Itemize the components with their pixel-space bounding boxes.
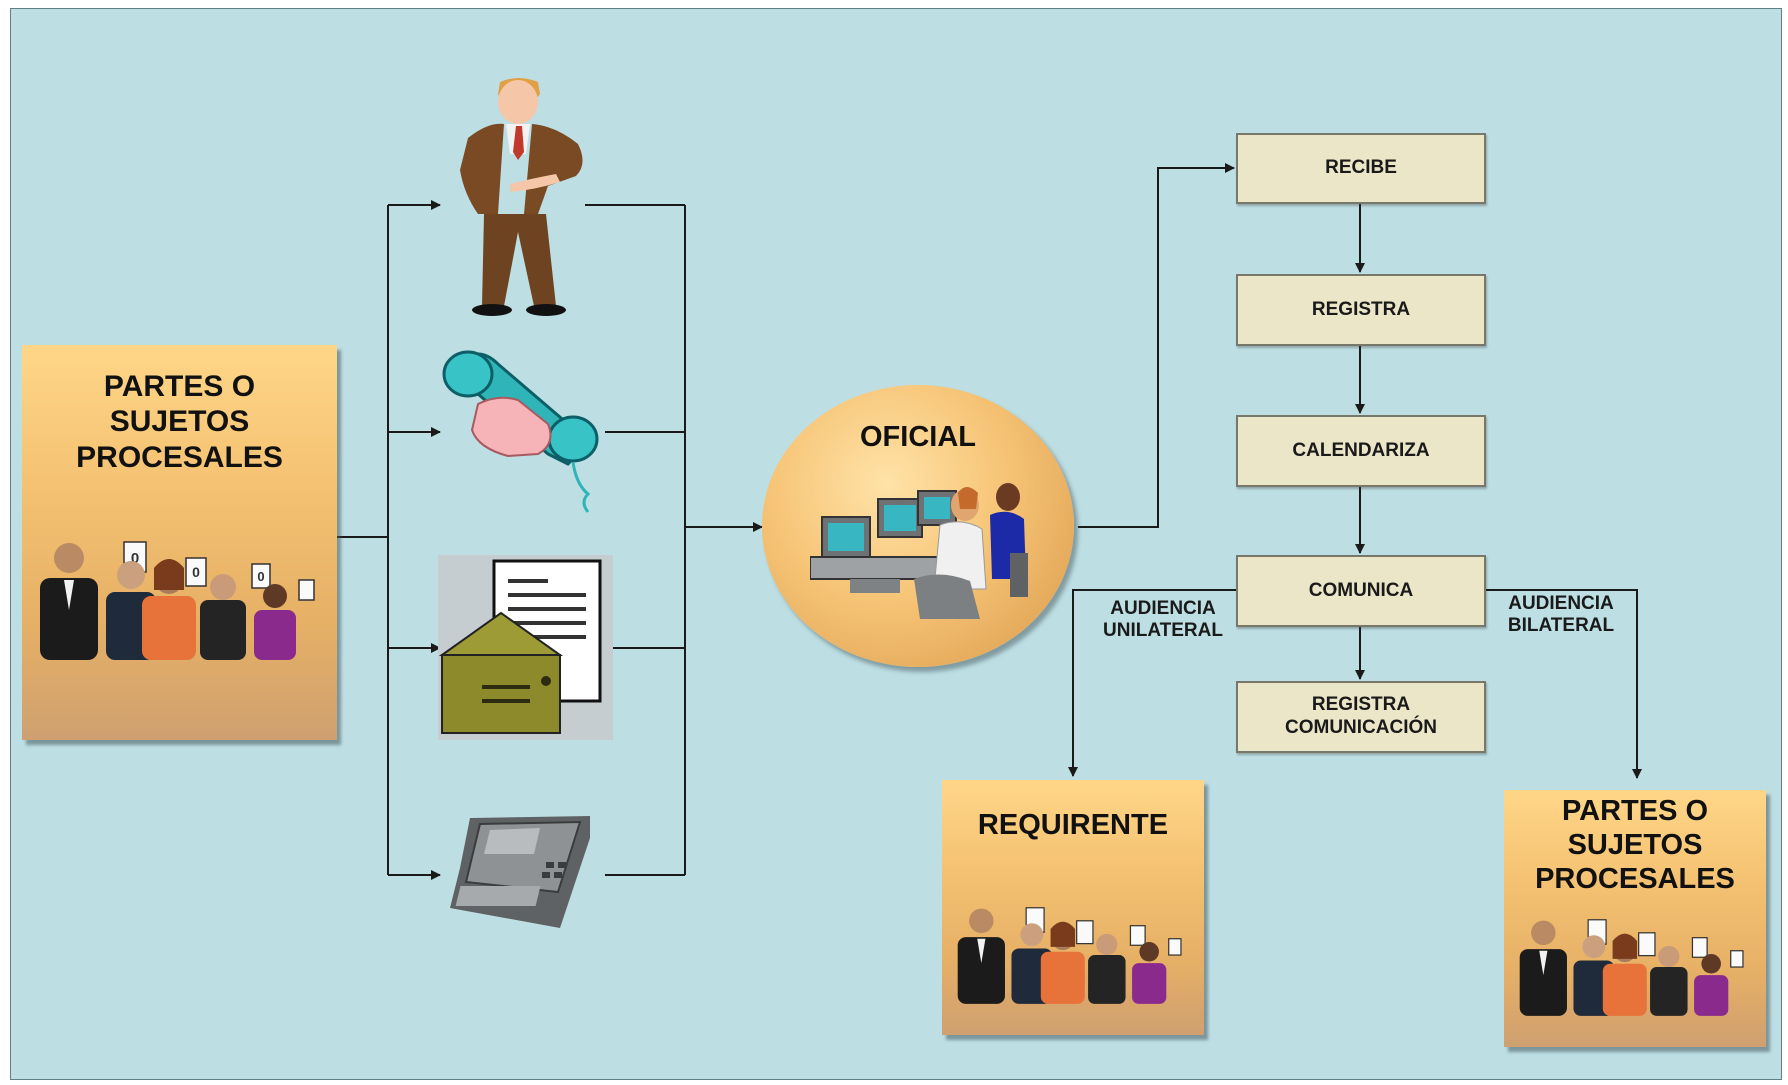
oficial-node: OFICIAL [762, 385, 1074, 667]
partes-panel: PARTES O SUJETOS PROCESALES [1504, 790, 1766, 1047]
partes-title: PARTES O SUJETOS PROCESALES [1535, 795, 1735, 896]
sources-panel: PARTES O SUJETOS PROCESALES 0 0 0 [22, 345, 337, 740]
telephone-handset-icon [442, 350, 599, 513]
people-group-icon: 0 0 0 [40, 541, 315, 660]
sources-title: PARTES O SUJETOS PROCESALES [76, 370, 283, 474]
requirente-title: REQUIRENTE [977, 809, 1169, 841]
arrow-to-partes [1486, 589, 1642, 779]
people-group-icon [1519, 919, 1744, 1016]
fax-machine-icon [450, 816, 590, 928]
arrow-oficial-to-recibe [1078, 163, 1235, 528]
arrow-to-requirente [1068, 589, 1236, 777]
envelope-letter-icon [438, 555, 613, 740]
step-recibe: RECIBE [1236, 133, 1486, 204]
svg-text:0: 0 [257, 569, 264, 584]
office-workers-computer-icon [810, 483, 1028, 619]
svg-text:0: 0 [131, 550, 139, 567]
svg-text:0: 0 [192, 564, 200, 580]
step-comunica: COMUNICA [1236, 555, 1486, 627]
branch-label-unilateral: AUDIENCIA UNILATERAL [1103, 598, 1223, 641]
branch-label-bilateral: AUDIENCIA BILATERAL [1507, 593, 1615, 636]
people-group-icon [957, 907, 1182, 1004]
requirente-panel: REQUIRENTE [942, 780, 1204, 1035]
oficial-label: OFICIAL [860, 421, 976, 453]
businessman-icon [460, 78, 583, 316]
step-calendariza: CALENDARIZA [1236, 415, 1486, 487]
step-registra: REGISTRA [1236, 274, 1486, 346]
step-registra-comunicacion: REGISTRA COMUNICACIÓN [1236, 681, 1486, 753]
